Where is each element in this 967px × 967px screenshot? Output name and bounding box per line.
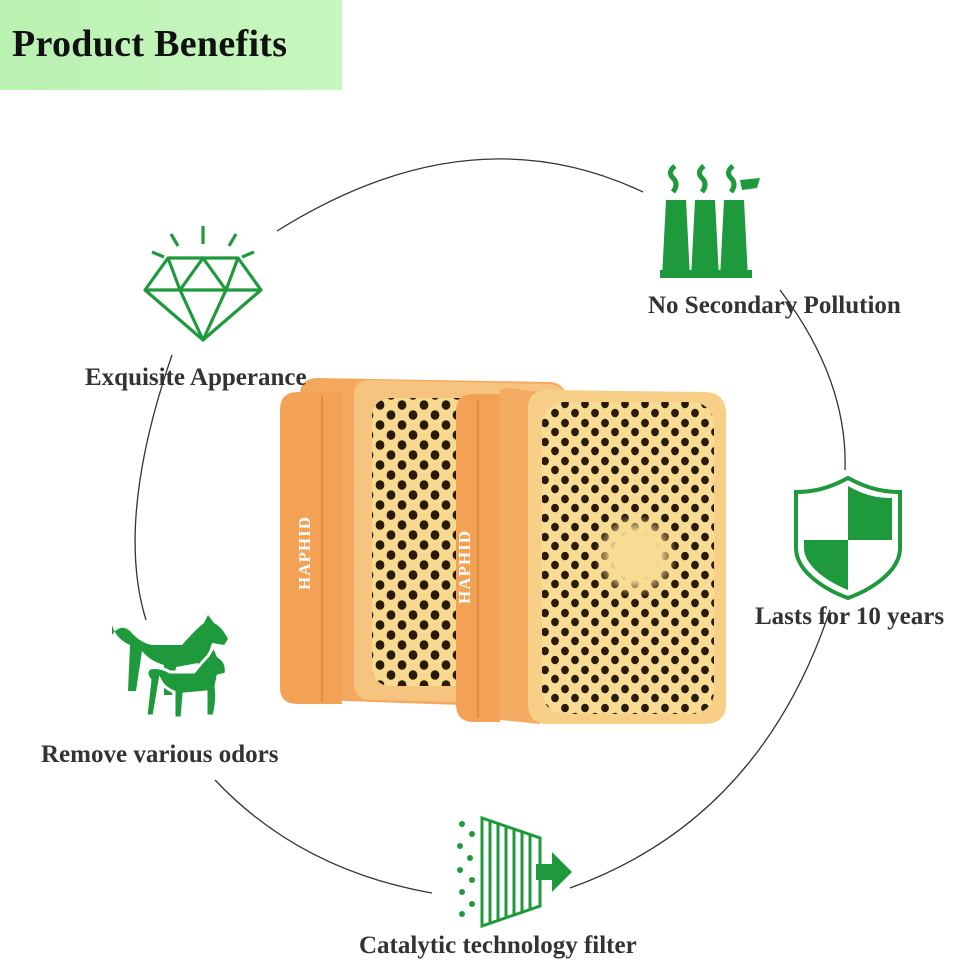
page-title: Product Benefits: [12, 23, 288, 65]
product-image-front: [456, 388, 726, 724]
title-band: [0, 0, 342, 90]
brand-logo-back: HAPHID: [295, 516, 314, 590]
brand-logo-front: HAPHID: [455, 530, 474, 604]
dog-cat-icon: [112, 615, 228, 720]
circle-outline: [134, 158, 846, 894]
benefit-label-odors: Remove various odors: [41, 741, 279, 768]
factory-icon: [660, 164, 760, 278]
benefit-label-lifespan: Lasts for 10 years: [755, 603, 945, 630]
filter-icon: [457, 815, 572, 929]
shield-icon: [794, 475, 902, 601]
benefit-label-pollution: No Secondary Pollution: [648, 292, 901, 319]
benefit-label-filter: Catalytic technology filter: [359, 932, 637, 959]
diamond-icon: [143, 226, 263, 342]
benefit-label-appearance: Exquisite Apperance: [85, 364, 307, 391]
